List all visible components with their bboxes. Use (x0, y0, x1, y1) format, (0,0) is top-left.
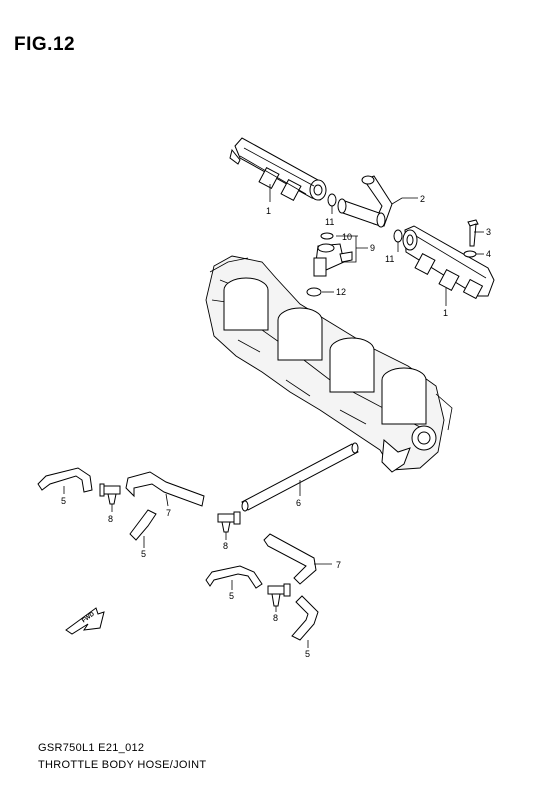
label-o-ring-left: 11 (325, 217, 334, 227)
label-fuel-hose-top: 2 (420, 194, 425, 204)
fuel-hose-top (361, 175, 393, 227)
label-bolt: 3 (486, 227, 491, 237)
figure-title: FIG.12 (14, 34, 76, 55)
label-o-ring-injector: 10 (342, 232, 352, 242)
hose-bottom (263, 533, 317, 585)
fwd-arrow-icon: FWD (65, 607, 105, 635)
hose-bottom-left (205, 565, 263, 589)
label-long-hose: 6 (296, 498, 301, 508)
fuel-rail-left (229, 137, 327, 202)
throttle-body (205, 255, 453, 473)
o-ring-left (327, 193, 337, 207)
bolt (467, 219, 479, 247)
label-o-ring-right: 11 (385, 254, 394, 264)
joint-middle (217, 511, 241, 533)
injector (313, 232, 353, 277)
diagram-caption: THROTTLE BODY HOSE/JOINT (38, 759, 207, 771)
label-hose-middle: 7 (166, 508, 171, 518)
o-ring-right (393, 229, 403, 243)
leader-lines (63, 184, 484, 648)
long-hose (241, 442, 359, 512)
washer (463, 250, 477, 258)
model-code: GSR750L1 E21_012 (38, 742, 145, 754)
rail-joint-pipe (337, 198, 386, 228)
label-fuel-rail-left: 1 (266, 206, 271, 216)
label-joint-left: 8 (108, 514, 113, 524)
label-joint-middle: 8 (223, 541, 228, 551)
joint-bottom (267, 583, 291, 607)
hose-left-lower (129, 509, 157, 541)
label-hose-bottom-right: 5 (305, 649, 310, 659)
fuel-rail-right (402, 225, 495, 300)
label-hose-left-lower: 5 (141, 549, 146, 559)
label-hose-left-upper: 5 (61, 496, 66, 506)
hose-left-upper (37, 467, 93, 493)
label-cushion: 12 (336, 287, 346, 297)
part-labels: 1 2 11 3 4 10 9 11 12 1 5 6 7 8 8 5 7 5 … (61, 194, 491, 659)
label-hose-bottom: 7 (336, 560, 341, 570)
hose-bottom-right (291, 595, 319, 641)
label-washer: 4 (486, 249, 491, 259)
hose-middle (125, 471, 205, 507)
cushion (306, 287, 322, 297)
joint-left (99, 483, 121, 505)
label-joint-bottom: 8 (273, 613, 278, 623)
label-injector-assy: 9 (370, 243, 375, 253)
label-hose-bottom-left: 5 (229, 591, 234, 601)
label-fuel-rail-right: 1 (443, 308, 448, 318)
